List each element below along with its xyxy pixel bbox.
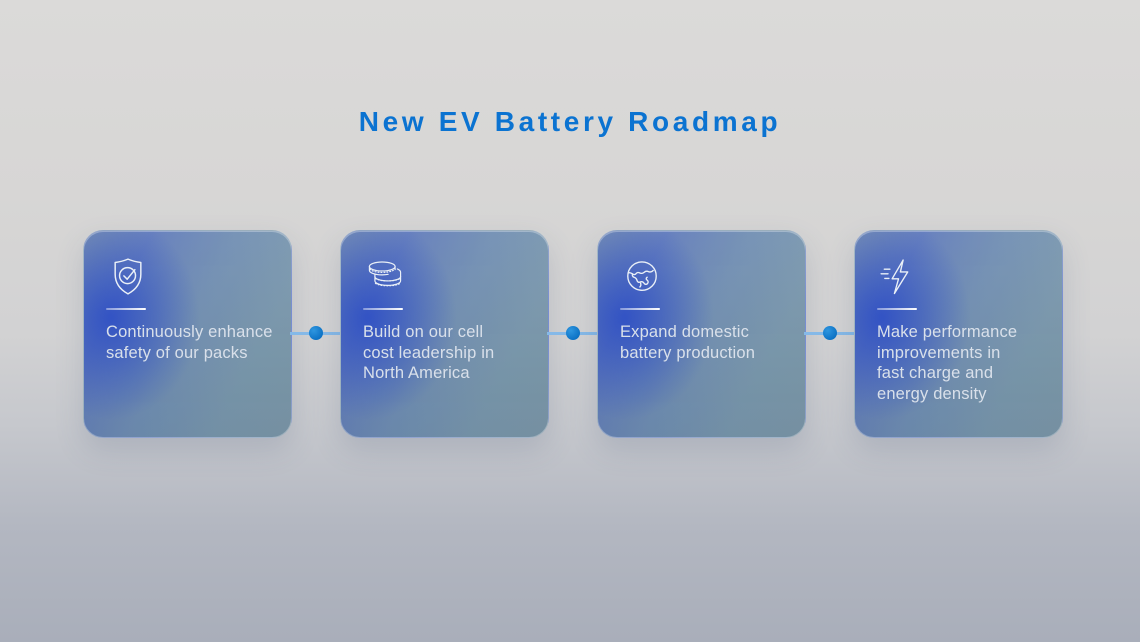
card-text: Build on our cell cost leadership in Nor…: [363, 323, 495, 382]
card-performance: Make performance improvements in fast ch…: [854, 230, 1063, 438]
connector-dot: [566, 326, 580, 340]
card-text: Expand domestic battery production: [620, 323, 756, 362]
card-text: Make performance improvements in fast ch…: [877, 323, 1018, 403]
card-text: Continuously enhance safety of our packs: [106, 323, 273, 362]
coins-icon: [363, 255, 407, 299]
card-cost-leadership: Build on our cell cost leadership in Nor…: [340, 230, 549, 438]
icon-underline: [620, 308, 660, 310]
shield-check-icon: [106, 255, 150, 299]
connector: [547, 230, 599, 438]
icon-underline: [106, 308, 146, 310]
page-title: New EV Battery Roadmap: [358, 106, 782, 137]
lightning-bolt-icon: [877, 255, 921, 299]
icon-underline: [363, 308, 403, 310]
connector: [804, 230, 856, 438]
connector-dot: [823, 326, 837, 340]
card-domestic-production: Expand domestic battery production: [597, 230, 806, 438]
card-safety: Continuously enhance safety of our packs: [83, 230, 292, 438]
globe-icon: [620, 255, 664, 299]
roadmap-cards-row: Continuously enhance safety of our packs: [83, 230, 1063, 438]
connector: [290, 230, 342, 438]
icon-underline: [877, 308, 917, 310]
connector-dot: [309, 326, 323, 340]
